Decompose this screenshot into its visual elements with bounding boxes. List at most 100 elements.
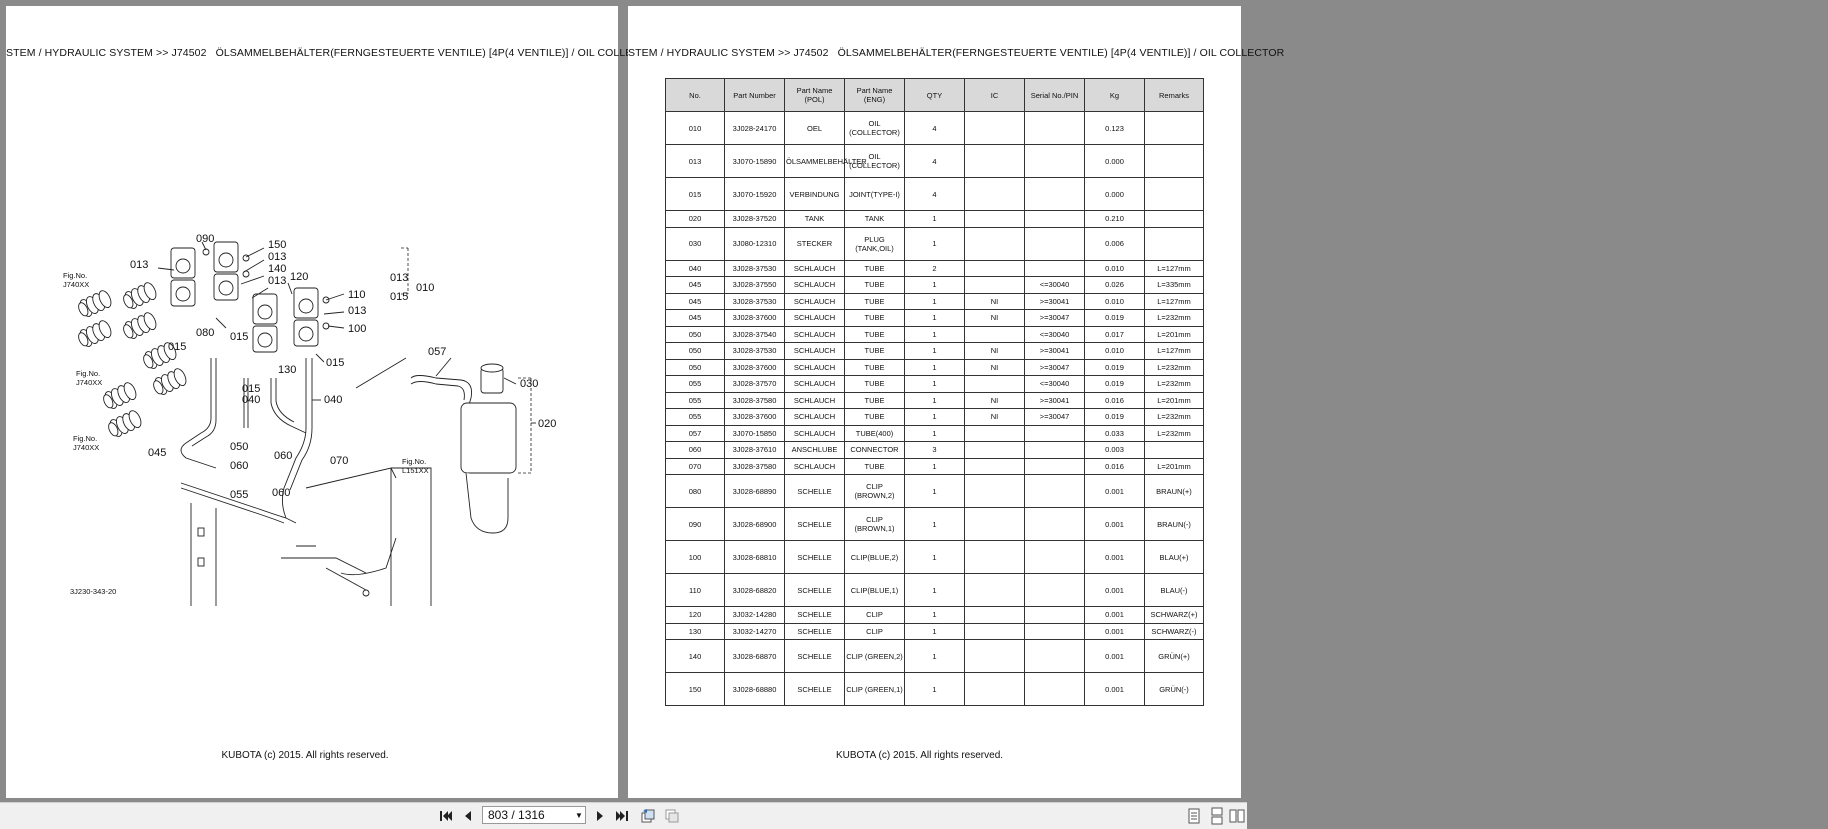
table-cell: 3J032-14270 — [724, 622, 785, 640]
fig-ref-label: J740XX — [76, 378, 102, 387]
table-cell: >=30041 — [1024, 342, 1085, 360]
table-cell: 0.001 — [1084, 474, 1145, 508]
table-cell: 3J028-68900 — [724, 507, 785, 541]
table-cell: BLAU(-) — [1144, 573, 1204, 607]
table-cell: 3J028-37530 — [724, 292, 785, 310]
table-cell: 4 — [904, 177, 965, 211]
table-cell: 3J028-37570 — [724, 375, 785, 393]
valve-blocks — [170, 241, 330, 353]
coupler-part — [153, 368, 187, 395]
callout-label: 050 — [230, 441, 248, 453]
table-cell: TUBE — [844, 259, 905, 277]
table-cell — [1024, 259, 1085, 277]
table-cell — [1024, 540, 1085, 574]
last-page-icon[interactable] — [612, 806, 632, 826]
table-cell — [964, 325, 1025, 343]
table-cell: NI — [964, 408, 1025, 426]
table-cell: SCHLAUCH — [784, 309, 845, 327]
prev-page-icon[interactable] — [458, 806, 478, 826]
table-cell: NI — [964, 292, 1025, 310]
facing-view-icon[interactable] — [1227, 806, 1247, 826]
table-cell: L=201mm — [1144, 391, 1204, 409]
table-cell: 1 — [904, 474, 965, 508]
table-cell: 0.001 — [1084, 672, 1145, 706]
callout-label: 120 — [290, 271, 308, 283]
table-cell: 015 — [665, 177, 725, 211]
dropdown-caret-icon[interactable]: ▼ — [575, 810, 583, 820]
table-cell: 150 — [665, 672, 725, 706]
fig-ref-label: Fig.No. — [63, 271, 87, 280]
table-cell — [964, 672, 1025, 706]
table-cell: 0.000 — [1084, 144, 1145, 178]
table-cell — [1024, 672, 1085, 706]
table-cell — [964, 573, 1025, 607]
callout-label: 100 — [348, 323, 366, 335]
table-cell: SCHWARZ(+) — [1144, 606, 1204, 624]
table-cell: <=30040 — [1024, 375, 1085, 393]
table-cell: >=30047 — [1024, 408, 1085, 426]
single-page-view-icon[interactable] — [1184, 806, 1204, 826]
table-cell — [1024, 111, 1085, 145]
table-cell: 0.010 — [1084, 259, 1145, 277]
table-cell: NI — [964, 358, 1025, 376]
table-cell: 0.019 — [1084, 358, 1145, 376]
table-cell — [1024, 507, 1085, 541]
table-cell: 0.033 — [1084, 424, 1145, 442]
table-cell: NI — [964, 391, 1025, 409]
table-cell: 1 — [904, 309, 965, 327]
table-cell: 130 — [665, 622, 725, 640]
table-cell: CLIP (GREEN,2) — [844, 639, 905, 673]
table-cell: BRAUN(-) — [1144, 507, 1204, 541]
table-cell: TANK — [784, 210, 845, 228]
table-cell — [964, 111, 1025, 145]
table-cell: 1 — [904, 342, 965, 360]
first-page-icon[interactable] — [436, 806, 456, 826]
continuous-view-icon[interactable] — [1207, 806, 1227, 826]
callout-label: 015 — [390, 291, 408, 303]
callout-label: 110 — [348, 289, 366, 301]
callout-label: 030 — [520, 378, 538, 390]
table-cell: BRAUN(+) — [1144, 474, 1204, 508]
table-cell: SCHELLE — [784, 606, 845, 624]
table-cell: SCHLAUCH — [784, 375, 845, 393]
table-cell — [1024, 573, 1085, 607]
coupler-part — [108, 410, 142, 437]
table-cell: TUBE — [844, 358, 905, 376]
table-cell: 3J080-12310 — [724, 226, 785, 261]
table-cell — [964, 177, 1025, 211]
callout-label: 090 — [196, 233, 214, 245]
col-header: Part Name (POL) — [784, 78, 845, 112]
table-cell: 1 — [904, 622, 965, 640]
table-cell: L=201mm — [1144, 457, 1204, 475]
table-cell: ÖLSAMMELBEHÄLTER — [784, 144, 867, 178]
go-forward-view-icon[interactable] — [662, 806, 682, 826]
table-cell: TUBE(400) — [844, 424, 905, 442]
table-cell — [1024, 457, 1085, 475]
table-cell: TUBE — [844, 292, 905, 310]
table-cell: 3J028-37540 — [724, 325, 785, 343]
next-page-icon[interactable] — [590, 806, 610, 826]
table-cell: L=232mm — [1144, 408, 1204, 426]
table-cell: TUBE — [844, 408, 905, 426]
go-back-view-icon[interactable] — [638, 806, 658, 826]
table-cell: 0.017 — [1084, 325, 1145, 343]
table-cell: L=232mm — [1144, 424, 1204, 442]
col-header: Kg — [1084, 78, 1145, 112]
table-cell: OIL (COLLECTOR) — [844, 144, 905, 178]
table-cell — [964, 375, 1025, 393]
callout-label: 015 — [230, 331, 248, 343]
table-cell: 0.019 — [1084, 375, 1145, 393]
page-number-input[interactable]: 803 / 1316 ▼ — [482, 806, 586, 824]
coupler-part — [123, 282, 157, 309]
